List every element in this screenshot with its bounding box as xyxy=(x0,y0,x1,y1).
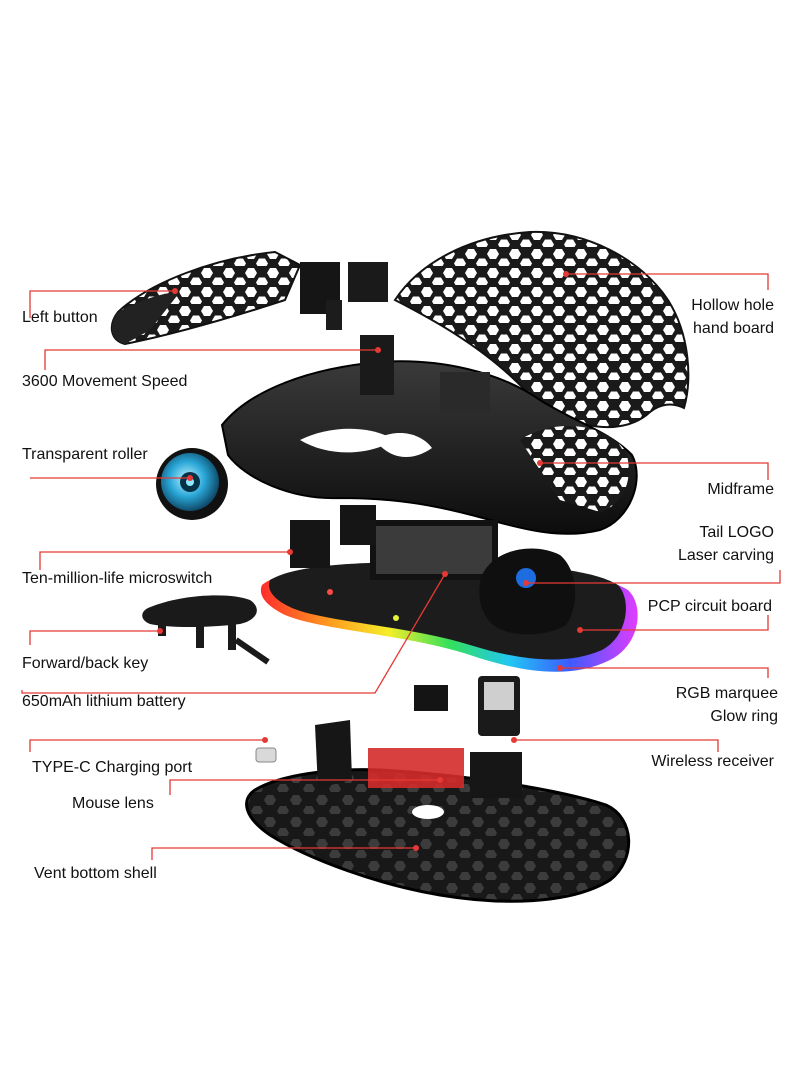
leader-midframe xyxy=(540,462,769,480)
midframe-part xyxy=(220,335,638,535)
leader-dot-vent-bottom xyxy=(413,845,419,851)
label-midframe: Midframe xyxy=(707,481,774,498)
label-mouse-lens: Mouse lens xyxy=(72,795,154,812)
leader-dot-receiver xyxy=(511,737,517,743)
leader-dot-forward-back xyxy=(157,628,163,634)
label-rgb-line2: Glow ring xyxy=(710,708,778,725)
leader-dot-mouse-lens xyxy=(437,777,443,783)
leader-dot-type-c xyxy=(262,737,268,743)
label-hollow-hole-hand-board: Hollow hole hand board xyxy=(691,294,774,340)
label-hollow-hole-line2: hand board xyxy=(693,320,774,337)
transparent-roller-part xyxy=(156,448,228,520)
label-rgb-line1: RGB marquee xyxy=(675,685,778,702)
leader-left-button xyxy=(29,290,175,318)
label-tail-logo: Tail LOGO Laser carving xyxy=(678,521,774,567)
leader-pcp-board xyxy=(580,615,769,631)
leader-dot-roller xyxy=(187,475,193,481)
label-transparent-roller: Transparent roller xyxy=(22,446,148,463)
label-forward-back-key: Forward/back key xyxy=(22,655,149,672)
leader-tail-logo xyxy=(526,570,781,584)
label-wireless-receiver: Wireless receiver xyxy=(651,753,774,770)
pcb-circuit-board-part xyxy=(260,505,638,672)
leader-mouse-lens xyxy=(169,779,440,795)
vent-bottom-shell-part xyxy=(245,720,631,903)
leader-microswitch xyxy=(39,551,290,570)
hollow-hand-board xyxy=(393,230,690,429)
type-c-port-part xyxy=(255,747,277,763)
leader-dot-hollow-hole xyxy=(563,271,569,277)
leader-dot-microswitch xyxy=(287,549,293,555)
leader-hollow-hole xyxy=(566,273,769,290)
leader-type-c xyxy=(29,739,265,752)
leader-dot-battery xyxy=(442,571,448,577)
leader-dot-midframe xyxy=(537,460,543,466)
leader-dot-left-button xyxy=(172,288,178,294)
leader-wireless-receiver xyxy=(514,739,719,752)
label-vent-bottom-shell: Vent bottom shell xyxy=(34,865,157,882)
leader-dot-tail-logo xyxy=(523,580,529,586)
label-hollow-hole-line1: Hollow hole xyxy=(691,297,774,314)
wireless-receiver-part xyxy=(414,676,520,736)
label-tail-logo-line2: Laser carving xyxy=(677,547,774,564)
label-movement-speed: 3600 Movement Speed xyxy=(22,373,188,390)
leader-forward-back-key xyxy=(29,630,160,645)
leader-dot-pcp-board xyxy=(577,627,583,633)
leader-movement-speed xyxy=(44,349,378,370)
left-button-part xyxy=(110,250,388,346)
leader-dot-rgb-ring xyxy=(557,665,563,671)
label-left-button: Left button xyxy=(22,309,98,326)
label-type-c-port: TYPE-C Charging port xyxy=(32,759,193,776)
label-tail-logo-line1: Tail LOGO xyxy=(699,524,774,541)
leader-dot-movement-speed xyxy=(375,347,381,353)
leader-vent-bottom xyxy=(151,847,416,860)
label-battery: 650mAh lithium battery xyxy=(22,693,186,710)
label-pcp-board: PCP circuit board xyxy=(647,598,772,615)
label-rgb-glow-ring: RGB marquee Glow ring xyxy=(676,682,778,728)
leader-battery xyxy=(21,573,446,694)
leader-rgb-ring xyxy=(560,667,769,678)
label-microswitch: Ten-million-life microswitch xyxy=(22,570,213,587)
